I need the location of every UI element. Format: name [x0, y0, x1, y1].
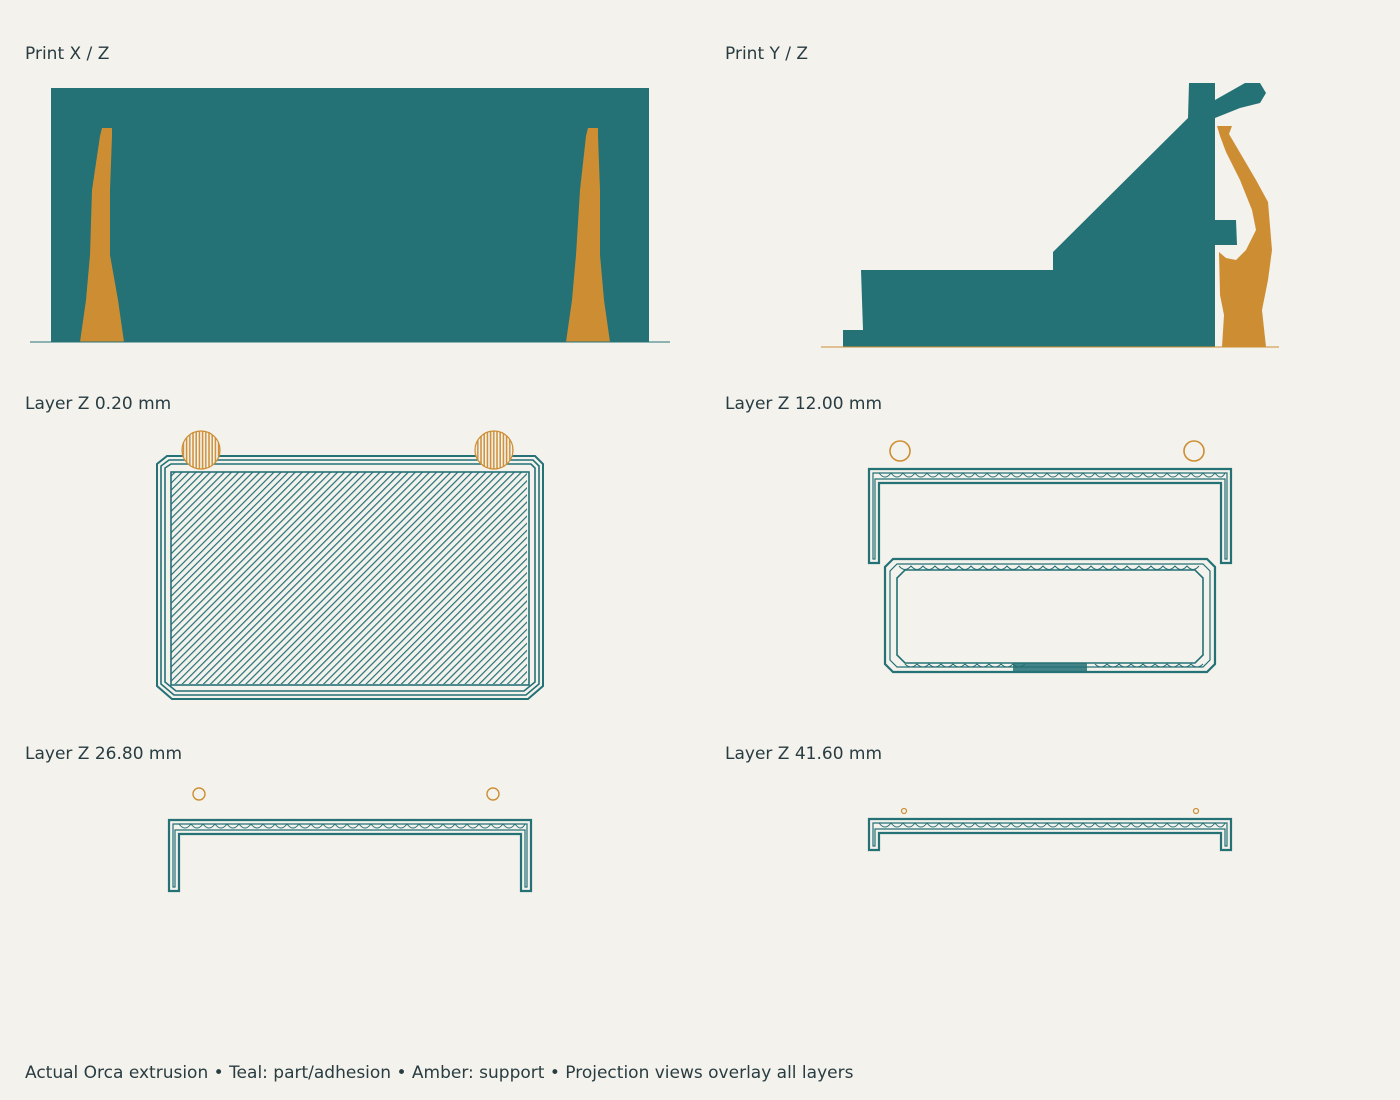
support-ring-right: [486, 787, 500, 801]
part-silhouette: [51, 88, 649, 342]
lower-frame-bottom-infill: [904, 663, 1204, 668]
support-column-left: [80, 128, 124, 342]
channel-inner-wall: [172, 823, 528, 888]
panel-title-print-xz: Print X / Z: [25, 44, 110, 64]
brim-perimeter: [160, 459, 540, 696]
lower-frame-outer: [883, 557, 1217, 674]
layer-3-slice: [167, 787, 533, 893]
channel-infill: [878, 822, 1226, 828]
support-structure: [1217, 126, 1272, 347]
channel-wall: [167, 818, 533, 893]
panel-title-layer-1: Layer Z 0.20 mm: [25, 394, 172, 414]
top-channel-inner-wall: [872, 472, 1228, 560]
support-base-left-fill: [181, 430, 221, 470]
legend-caption: Actual Orca extrusion • Teal: part/adhes…: [25, 1063, 854, 1083]
first-layer-wall: [170, 471, 530, 686]
channel-inner-wall: [872, 822, 1228, 847]
support-dot-left: [900, 807, 908, 815]
first-layer-infill: [171, 472, 527, 684]
top-channel-infill: [878, 472, 1226, 478]
panel-title-layer-2: Layer Z 12.00 mm: [725, 394, 883, 414]
channel-infill: [178, 823, 526, 829]
panel-title-layer-3: Layer Z 26.80 mm: [25, 744, 183, 764]
layer-4-slice: [867, 807, 1233, 852]
support-ring-left: [192, 787, 206, 801]
print-yz-projection: [821, 83, 1279, 348]
support-base-right-fill: [474, 430, 514, 470]
solid-bridge-section: [1013, 663, 1087, 671]
lower-frame-inner: [896, 569, 1204, 664]
panel-title-print-yz: Print Y / Z: [725, 44, 809, 64]
support-ring-left: [889, 440, 911, 462]
layer-1-slice: [156, 430, 544, 700]
support-ring-right: [1183, 440, 1205, 462]
part-silhouette: [843, 83, 1266, 347]
channel-wall: [867, 817, 1233, 852]
lower-frame-infill: [898, 565, 1200, 570]
brim-inner-perimeter: [164, 463, 536, 692]
top-channel-wall: [867, 467, 1233, 565]
support-column-right: [566, 128, 610, 342]
print-xz-projection: [30, 88, 670, 343]
brim-outer-perimeter: [156, 455, 544, 700]
layer-2-slice: [867, 440, 1233, 674]
lower-frame-mid: [889, 563, 1211, 668]
support-dot-right: [1192, 807, 1200, 815]
panel-title-layer-4: Layer Z 41.60 mm: [725, 744, 883, 764]
